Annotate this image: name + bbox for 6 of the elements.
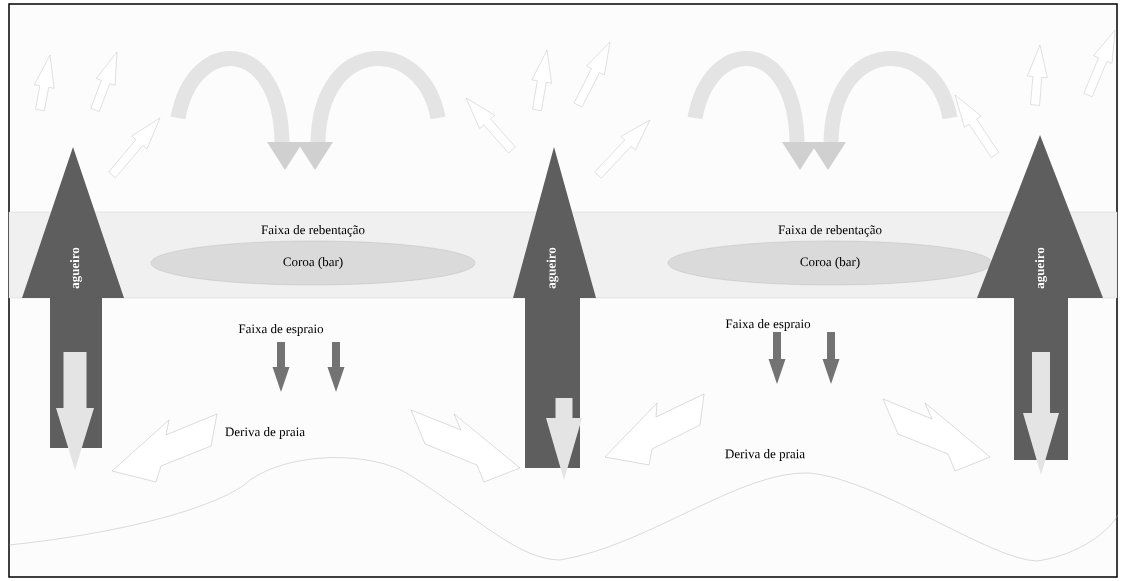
zone-label: Deriva de praia	[725, 449, 805, 461]
zone-label: Faixa de espraio	[725, 319, 811, 331]
zone-label: Faixa de espraio	[238, 324, 324, 336]
zone-label: Faixa de rebentação	[261, 225, 365, 237]
zone-label: Faixa de rebentação	[778, 225, 882, 237]
zone-label: Deriva de praia	[225, 427, 305, 439]
